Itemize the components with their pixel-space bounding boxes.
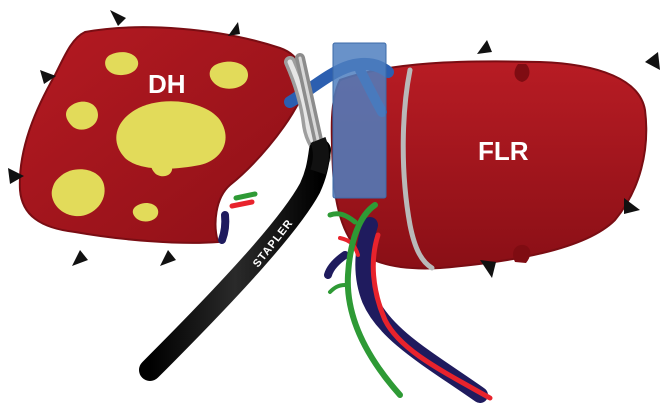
arrowhead bbox=[477, 40, 492, 54]
arrowhead bbox=[110, 10, 126, 26]
liver-notch bbox=[513, 245, 530, 263]
arrowhead bbox=[228, 22, 240, 36]
vascular-clamp bbox=[333, 43, 386, 198]
arrowhead bbox=[72, 250, 88, 266]
label-flr: FLR bbox=[478, 136, 529, 166]
arrowhead bbox=[160, 250, 176, 266]
label-dh: DH bbox=[148, 69, 186, 99]
tumor bbox=[105, 52, 138, 75]
arrowhead bbox=[624, 198, 640, 214]
arrowhead bbox=[480, 260, 496, 278]
left-pedicle bbox=[222, 194, 255, 240]
arrowhead bbox=[645, 52, 660, 70]
